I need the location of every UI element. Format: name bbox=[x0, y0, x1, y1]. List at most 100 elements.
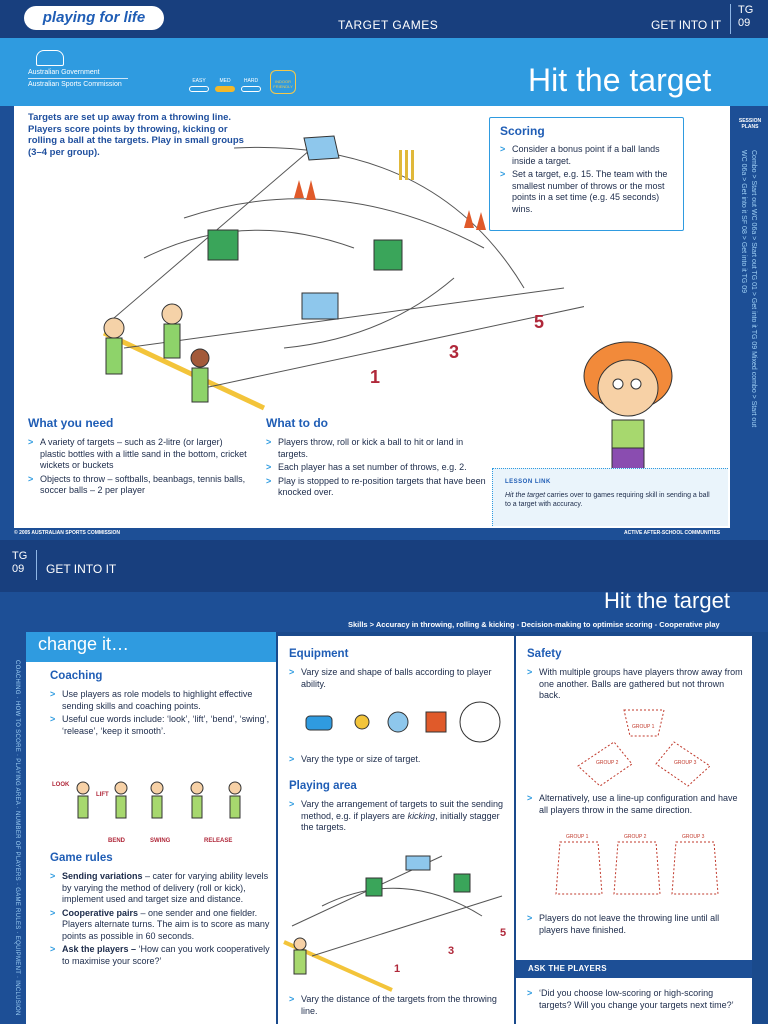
equipment-list: Vary size and shape of balls according t… bbox=[289, 667, 507, 690]
safety-section-3: Players do not leave the throwing line u… bbox=[527, 913, 745, 938]
page-two-code-line2: 09 bbox=[12, 563, 25, 575]
copyright-text: © 2005 AUSTRALIAN SPORTS COMMISSION bbox=[14, 530, 121, 536]
playing-area-number-5: 5 bbox=[500, 927, 506, 939]
header-divider bbox=[730, 4, 731, 34]
scoring-box: Scoring Consider a bonus point if a ball… bbox=[489, 117, 684, 231]
title-band bbox=[0, 38, 768, 106]
lesson-link-text: Hit the target carries over to games req… bbox=[505, 492, 710, 508]
list-item: Useful cue words include: ‘look’, ‘lift’… bbox=[50, 714, 270, 737]
gov-line1: Australian Government bbox=[28, 69, 100, 76]
coaching-section: Coaching Use players as role models to h… bbox=[50, 670, 270, 739]
lesson-link-heading: LESSON LINK bbox=[505, 479, 551, 485]
level-med: MED bbox=[215, 78, 235, 92]
target-field-illustration: 1 3 5 bbox=[102, 135, 584, 411]
green-bucket bbox=[207, 229, 239, 261]
intro-text: Targets are set up away from a throwing … bbox=[28, 112, 244, 158]
safety-list: With multiple groups have players throw … bbox=[527, 667, 745, 702]
session-plan-links[interactable]: Combo > Start out WC 06a > Start out TG … bbox=[740, 150, 757, 428]
right-sidebar bbox=[732, 106, 768, 528]
scoring-heading: Scoring bbox=[500, 124, 545, 138]
list-item: Each player has a set number of throws, … bbox=[266, 462, 486, 474]
lineup-label-1: GROUP 1 bbox=[566, 834, 589, 840]
list-item: ‘Did you choose low-scoring or high-scor… bbox=[527, 988, 745, 1011]
what-to-do-section: What to do Players throw, roll or kick a… bbox=[266, 416, 486, 501]
game-rules-section: Game rules Sending variations – cater fo… bbox=[50, 852, 270, 969]
list-item: Vary the arrangement of targets to suit … bbox=[289, 799, 507, 834]
game-rules-list: Sending variations – cater for varying a… bbox=[50, 871, 270, 967]
indoor-friendly-badge: INDOOR FRIENDLY bbox=[270, 70, 296, 94]
diagram-number-1: 1 bbox=[370, 367, 380, 387]
change-it-banner: change it… bbox=[26, 632, 276, 662]
tennis-ball-icon bbox=[354, 714, 370, 730]
gov-divider bbox=[28, 78, 128, 79]
page-two-side-nav[interactable]: COACHING · HOW TO SCORE · PLAYING AREA ·… bbox=[14, 660, 20, 1016]
cue-release: RELEASE bbox=[204, 838, 232, 844]
page-two-code-line1: TG bbox=[12, 550, 28, 562]
list-item: Players do not leave the throwing line u… bbox=[527, 913, 745, 936]
what-you-need-section: What you need A variety of targets – suc… bbox=[28, 416, 248, 499]
session-plans-label: SESSION PLANS bbox=[738, 118, 762, 130]
list-item: Vary size and shape of balls according t… bbox=[289, 667, 507, 690]
cube-ball-icon bbox=[425, 711, 447, 733]
page-two-divider bbox=[36, 550, 37, 580]
diagram-number-5: 5 bbox=[534, 312, 544, 332]
playing-area-number-1: 1 bbox=[394, 963, 400, 975]
crest-icon bbox=[36, 50, 64, 66]
cue-bend: BEND bbox=[108, 838, 126, 844]
playing-area-list: Vary the arrangement of targets to suit … bbox=[289, 799, 507, 834]
list-item: Sending variations – cater for varying a… bbox=[50, 871, 270, 906]
list-item: Set a target, e.g. 15. The team with the… bbox=[500, 169, 673, 215]
footer-right-text: ACTIVE AFTER-SCHOOL COMMUNITIES bbox=[624, 530, 721, 536]
bucket-target bbox=[303, 135, 340, 161]
page-two-get-into-it: GET INTO IT bbox=[46, 562, 117, 576]
playing-area-section: Playing area Vary the arrangement of tar… bbox=[289, 780, 507, 836]
balls-illustration bbox=[305, 701, 501, 743]
equipment-section-2: Vary the type or size of target. bbox=[289, 754, 507, 768]
safety-section: Safety With multiple groups have players… bbox=[527, 648, 745, 704]
ask-the-players-section: ‘Did you choose low-scoring or high-scor… bbox=[527, 988, 745, 1013]
game-rules-heading: Game rules bbox=[50, 852, 113, 864]
list-item: Play is stopped to re-position targets t… bbox=[266, 476, 486, 499]
staggered-targets-illustration: 1 3 5 bbox=[283, 855, 506, 992]
session-code: TG 09 bbox=[738, 4, 753, 30]
throwing-line bbox=[102, 330, 266, 411]
list-item: Alternatively, use a line-up configurati… bbox=[527, 793, 745, 816]
green-bucket-2 bbox=[373, 239, 403, 271]
list-item: Consider a bonus point if a ball lands i… bbox=[500, 144, 673, 167]
list-item: Vary the distance of the targets from th… bbox=[289, 994, 507, 1017]
government-logo: Australian Government Australian Sports … bbox=[28, 50, 128, 89]
multiple-groups-illustration: GROUP 1 GROUP 2 GROUP 3 bbox=[577, 709, 711, 787]
equipment-list-2: Vary the type or size of target. bbox=[289, 754, 507, 766]
group-label-2: GROUP 2 bbox=[596, 760, 619, 766]
list-item: Cooperative pairs – one sender and one f… bbox=[50, 908, 270, 943]
get-into-it-label: GET INTO IT bbox=[651, 18, 722, 32]
session-code-line2: 09 bbox=[738, 17, 751, 29]
skills-line: Skills > Accuracy in throwing, rolling &… bbox=[348, 620, 720, 629]
group-label-1: GROUP 1 bbox=[632, 724, 655, 730]
diagram-number-3: 3 bbox=[449, 342, 459, 362]
list-item: Objects to throw – softballs, beanbags, … bbox=[28, 474, 248, 497]
cue-look: LOOK bbox=[52, 782, 70, 788]
ask-the-players-heading: ASK THE PLAYERS bbox=[516, 960, 752, 978]
list-item: With multiple groups have players throw … bbox=[527, 667, 745, 702]
lineup-label-3: GROUP 3 bbox=[682, 834, 705, 840]
list-item: Use players as role models to highlight … bbox=[50, 689, 270, 712]
beanbag-icon bbox=[305, 715, 333, 731]
line-up-illustration: GROUP 1 GROUP 2 GROUP 3 bbox=[555, 834, 719, 895]
what-you-need-list: A variety of targets – such as 2-litre (… bbox=[28, 437, 248, 497]
playing-area-number-3: 3 bbox=[448, 945, 454, 957]
level-easy: EASY bbox=[189, 78, 209, 92]
page-title: Hit the target bbox=[528, 62, 712, 98]
coaching-list: Use players as role models to highlight … bbox=[50, 689, 270, 737]
page-two-left-strip bbox=[0, 632, 26, 1024]
page-two-title: Hit the target bbox=[604, 588, 730, 613]
list-item: Vary the type or size of target. bbox=[289, 754, 507, 766]
lesson-link-box: LESSON LINK Hit the target carries over … bbox=[492, 468, 728, 526]
page-two-code: TG 09 bbox=[12, 550, 27, 576]
playing-area-list-2: Vary the distance of the targets from th… bbox=[289, 994, 507, 1017]
playing-for-life-logo: playing for life bbox=[24, 6, 164, 30]
softball-icon bbox=[387, 711, 409, 733]
soccer-ball-icon bbox=[459, 701, 501, 743]
difficulty-levels: EASY MED HARD bbox=[189, 78, 261, 92]
group-label-3: GROUP 3 bbox=[674, 760, 697, 766]
